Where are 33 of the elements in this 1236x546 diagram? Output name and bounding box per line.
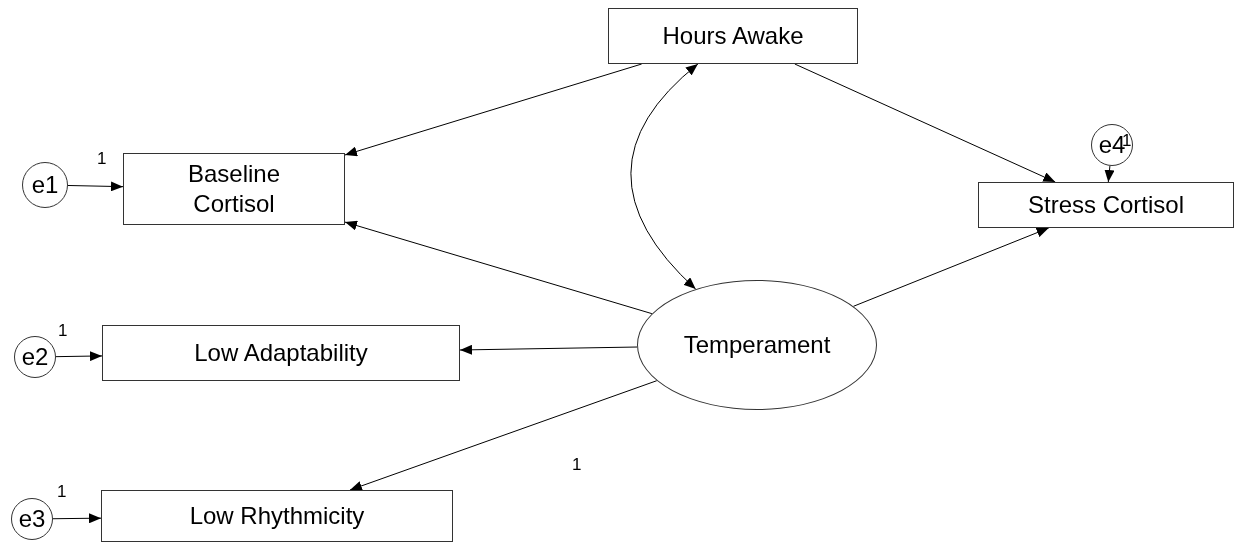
variable-box [102, 325, 460, 381]
double-headed-arrow [630, 63, 699, 290]
variable-box [608, 8, 858, 64]
node-label: Low Rhythmicity [189, 501, 365, 531]
variable-box [123, 153, 345, 225]
arrow [344, 220, 653, 315]
arrow [52, 513, 102, 524]
arrow [1104, 165, 1115, 183]
arrow [459, 344, 638, 355]
arrow [794, 63, 1056, 183]
edge-label: 1 [58, 322, 68, 339]
node-label: Stress Cortisol [1027, 190, 1184, 220]
arrow [852, 227, 1050, 307]
node-label: e3 [18, 504, 46, 534]
edge-label: 1 [97, 150, 107, 167]
error-circle [14, 336, 56, 378]
arrow [349, 380, 658, 491]
error-circle [1091, 124, 1133, 166]
node-label: e1 [31, 170, 59, 200]
edge-label: 1 [572, 456, 582, 473]
node-label: Baseline Cortisol [186, 159, 282, 219]
error-circle [11, 498, 53, 540]
variable-box [978, 182, 1234, 228]
variable-box [101, 490, 453, 542]
arrow [55, 351, 103, 362]
arrow [344, 63, 643, 157]
error-circle [22, 162, 68, 208]
node-label: e2 [21, 342, 49, 372]
edge-label: 1 [57, 483, 67, 500]
arrow [67, 181, 124, 192]
node-label: Hours Awake [662, 21, 804, 51]
node-label: Low Adaptability [194, 338, 368, 368]
node-label: Temperament [683, 330, 831, 360]
